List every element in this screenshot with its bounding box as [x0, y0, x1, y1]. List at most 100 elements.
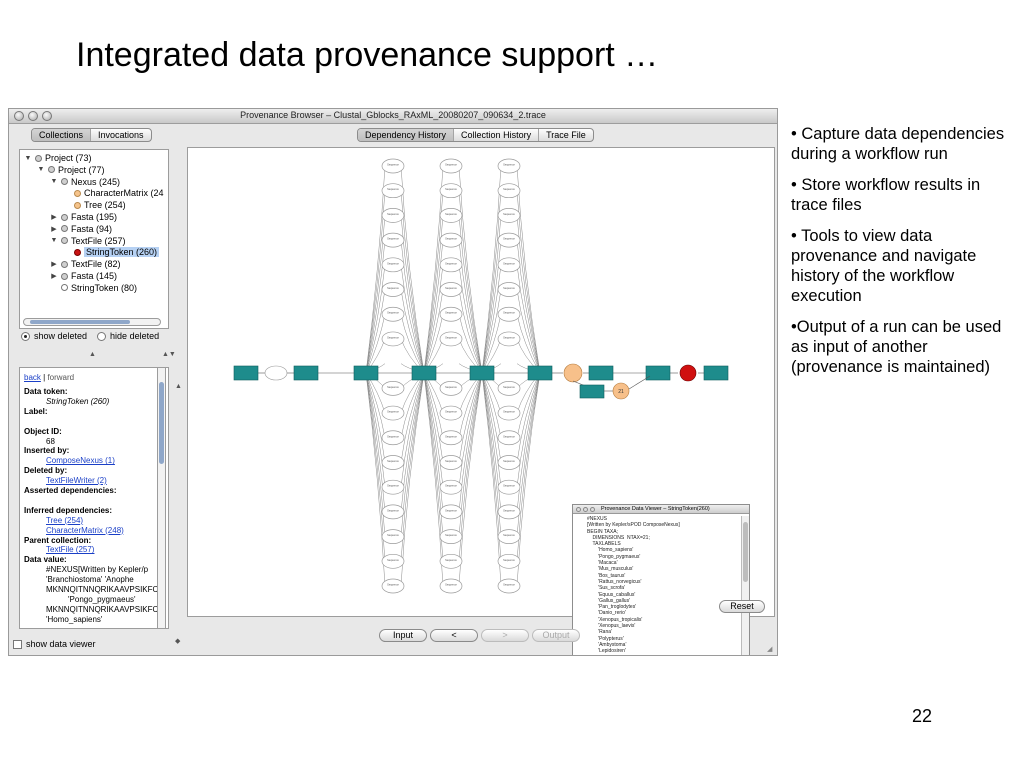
- back-link[interactable]: back: [24, 373, 41, 382]
- next-button[interactable]: >: [481, 629, 529, 642]
- data-token-node[interactable]: [497, 331, 521, 347]
- data-token-node[interactable]: [497, 430, 521, 446]
- data-token-node[interactable]: [381, 158, 405, 174]
- close-window-button[interactable]: [576, 507, 581, 512]
- data-token-node[interactable]: [497, 208, 521, 223]
- disclosure-open-icon[interactable]: ▼: [37, 166, 45, 174]
- data-token-node[interactable]: [497, 183, 521, 199]
- window-titlebar[interactable]: Provenance Browser – Clustal_Gblocks_RAx…: [9, 109, 777, 124]
- close-window-button[interactable]: [14, 111, 24, 121]
- dependency-graph[interactable]: SequenceSequenceSequenceSequenceSequence…: [188, 148, 775, 617]
- data-token-node[interactable]: [439, 208, 463, 223]
- data-token-node[interactable]: [439, 183, 463, 199]
- data-token-node[interactable]: [381, 455, 405, 470]
- previous-button[interactable]: <: [430, 629, 478, 642]
- tree-item[interactable]: ▼Nexus (245): [50, 176, 121, 188]
- tree-item[interactable]: StringToken (80): [50, 282, 137, 294]
- data-token-node[interactable]: [439, 331, 463, 347]
- minimize-window-button[interactable]: [583, 507, 588, 512]
- data-token-node[interactable]: [381, 479, 405, 495]
- data-token-node[interactable]: [497, 504, 521, 520]
- tree-item[interactable]: ▶TextFile (82): [50, 258, 120, 270]
- actor-node[interactable]: [703, 365, 729, 381]
- info-link[interactable]: CharacterMatrix (248): [46, 525, 124, 535]
- data-token-node[interactable]: [439, 479, 463, 495]
- disclosure-open-icon[interactable]: ▼: [24, 154, 32, 162]
- actor-node[interactable]: [411, 365, 437, 381]
- data-token-node[interactable]: [497, 479, 521, 495]
- actor-node[interactable]: [469, 365, 495, 381]
- scrollbar-thumb[interactable]: [159, 382, 164, 464]
- data-token-node[interactable]: [381, 578, 405, 594]
- data-token-node[interactable]: [439, 578, 463, 594]
- data-token-node[interactable]: [381, 430, 405, 446]
- actor-node[interactable]: [588, 365, 614, 381]
- data-token-node[interactable]: [439, 306, 463, 322]
- data-token-node[interactable]: [497, 158, 521, 174]
- collection-tree[interactable]: ▼Project (73)▼Project (77)▼Nexus (245)Ch…: [19, 149, 169, 329]
- data-token-node[interactable]: [497, 529, 521, 544]
- data-token-node[interactable]: [381, 306, 405, 322]
- tree-item[interactable]: CharacterMatrix (24: [63, 187, 164, 199]
- data-viewer-titlebar[interactable]: Provenance Data Viewer – StringToken(260…: [573, 505, 749, 514]
- data-token-node[interactable]: [497, 455, 521, 470]
- data-token-node[interactable]: [381, 257, 405, 273]
- data-token-node[interactable]: [439, 158, 463, 174]
- actor-node[interactable]: [233, 365, 259, 381]
- actor-node[interactable]: [353, 365, 379, 381]
- show-deleted-radio[interactable]: [21, 331, 30, 341]
- zoom-window-button[interactable]: [42, 111, 52, 121]
- split-arrows-icon[interactable]: ▲▼: [162, 351, 176, 358]
- data-token-node[interactable]: [381, 183, 405, 199]
- data-token-node[interactable]: [381, 553, 405, 569]
- data-token-node[interactable]: [381, 529, 405, 544]
- data-token-node[interactable]: [381, 282, 405, 297]
- data-token-node[interactable]: [497, 553, 521, 569]
- data-token-node[interactable]: [264, 365, 288, 381]
- data-token-node[interactable]: [381, 381, 405, 396]
- data-token-node[interactable]: [439, 282, 463, 297]
- data-token-node[interactable]: [497, 257, 521, 273]
- forward-link[interactable]: forward: [47, 373, 75, 382]
- tab-invocations[interactable]: Invocations: [98, 130, 144, 140]
- tree-item[interactable]: Tree (254): [63, 199, 126, 211]
- data-token-node[interactable]: [381, 232, 405, 248]
- disclosure-open-icon[interactable]: ▼: [50, 237, 58, 245]
- data-token-node[interactable]: [497, 282, 521, 297]
- input-button[interactable]: Input: [379, 629, 427, 642]
- actor-node[interactable]: [579, 384, 605, 399]
- data-token-node[interactable]: [439, 553, 463, 569]
- data-token-node[interactable]: [439, 405, 463, 421]
- tree-item[interactable]: ▼Project (77): [37, 164, 105, 176]
- collapse-up-icon[interactable]: ▲: [89, 351, 96, 358]
- disclosure-closed-icon[interactable]: ▶: [51, 214, 57, 221]
- resize-handle-icon[interactable]: ◆: [175, 638, 181, 645]
- tab-dependency-history[interactable]: Dependency History: [358, 129, 455, 141]
- info-link[interactable]: Tree (254): [46, 515, 84, 525]
- data-token-node[interactable]: [439, 381, 463, 396]
- data-token-node[interactable]: [679, 364, 697, 382]
- data-token-node[interactable]: [497, 381, 521, 396]
- tab-collections[interactable]: Collections: [32, 129, 92, 141]
- data-token-node[interactable]: [497, 232, 521, 248]
- actor-node[interactable]: [527, 365, 553, 381]
- window-resize-grip-icon[interactable]: ◢: [767, 646, 773, 653]
- tab-trace-file[interactable]: Trace File: [546, 130, 586, 140]
- output-button[interactable]: Output: [532, 629, 580, 642]
- disclosure-closed-icon[interactable]: ▶: [51, 225, 57, 233]
- minimize-window-button[interactable]: [28, 111, 38, 121]
- tree-item[interactable]: ▶Fasta (94): [50, 223, 112, 235]
- data-token-node[interactable]: [439, 529, 463, 544]
- disclosure-closed-icon[interactable]: ▶: [51, 273, 57, 280]
- tree-item[interactable]: ▶Fasta (145): [50, 270, 117, 282]
- data-viewer-scrollbar[interactable]: [741, 516, 749, 655]
- data-token-node[interactable]: [381, 208, 405, 223]
- scrollbar-thumb[interactable]: [30, 320, 130, 324]
- data-token-node[interactable]: [439, 257, 463, 273]
- data-token-node[interactable]: [612, 382, 630, 400]
- tree-item[interactable]: ▶Fasta (195): [50, 211, 117, 223]
- tree-horizontal-scrollbar[interactable]: [23, 318, 161, 326]
- data-token-node[interactable]: [497, 578, 521, 594]
- scrollbar-thumb[interactable]: [743, 522, 748, 582]
